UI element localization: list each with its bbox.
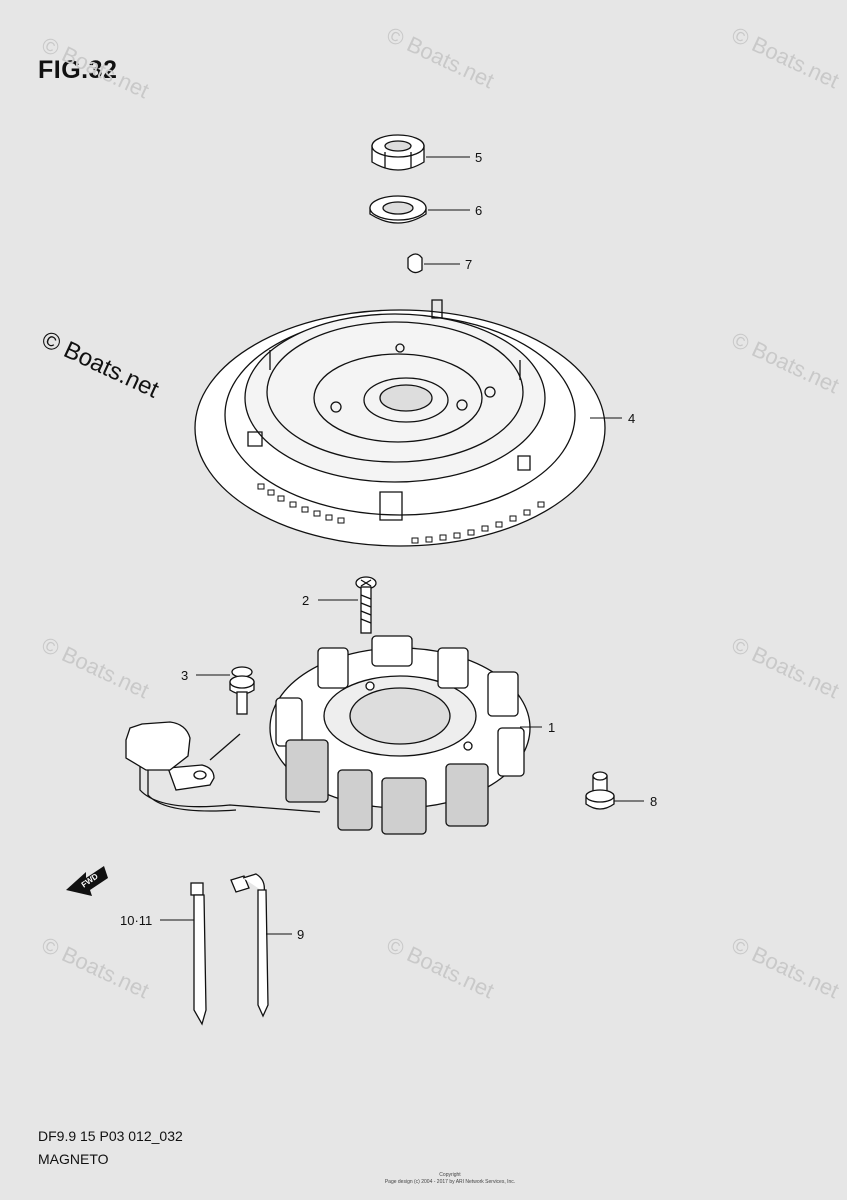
part-5-nut: [371, 134, 425, 171]
watermark: © Boats.net: [38, 932, 153, 1003]
callout-4: 4: [628, 411, 635, 426]
callout-9: 9: [297, 927, 304, 942]
watermark: © Boats.net: [383, 932, 498, 1003]
flywheel-teeth: [257, 483, 545, 544]
part-3-bolt: [229, 666, 255, 715]
copyright-line-1: Copyright: [439, 1172, 461, 1178]
part-6-washer: [369, 195, 427, 224]
watermark: © Boats.net: [728, 632, 843, 703]
watermark: © Boats.net: [383, 22, 498, 93]
watermark: © Boats.net: [728, 327, 843, 398]
part-4-flywheel: [194, 299, 606, 547]
watermark: © Boats.net: [38, 632, 153, 703]
leader-lines: [160, 156, 644, 935]
part-10-11-cable-tie: [190, 882, 207, 1026]
part-9-cable-tie: [230, 873, 269, 1018]
callout-3: 3: [181, 668, 188, 683]
copyright-notice: Copyright Page design (c) 2004 - 2017 by…: [360, 1172, 540, 1185]
diagram-name: MAGNETO: [38, 1151, 109, 1167]
diagram-code: DF9.9 15 P03 012_032: [38, 1128, 183, 1144]
copyright-line-2: Page design (c) 2004 - 2017 by ARI Netwo…: [384, 1178, 516, 1185]
fwd-arrow-icon: FWD: [66, 866, 108, 896]
figure-title: FIG.32: [38, 56, 118, 84]
part-8-bolt: [585, 771, 615, 810]
callout-10-11: 10·11: [120, 913, 152, 928]
part-1-stator: [269, 635, 531, 835]
part-2-screw: [355, 576, 377, 634]
stator-wiring: [125, 721, 321, 813]
callouts: 5 6 7 4 2 3 1 8 10·11 9: [120, 150, 657, 942]
callout-6: 6: [475, 203, 482, 218]
watermark-bold: © Boats.net: [37, 326, 163, 404]
watermark: © Boats.net: [728, 22, 843, 93]
callout-7: 7: [465, 257, 472, 272]
callout-8: 8: [650, 794, 657, 809]
watermark: © Boats.net: [728, 932, 843, 1003]
watermark: © Boats.net: [38, 32, 153, 103]
part-7-key: [407, 253, 423, 274]
callout-5: 5: [475, 150, 482, 165]
callout-2: 2: [302, 593, 309, 608]
callout-1: 1: [548, 720, 555, 735]
